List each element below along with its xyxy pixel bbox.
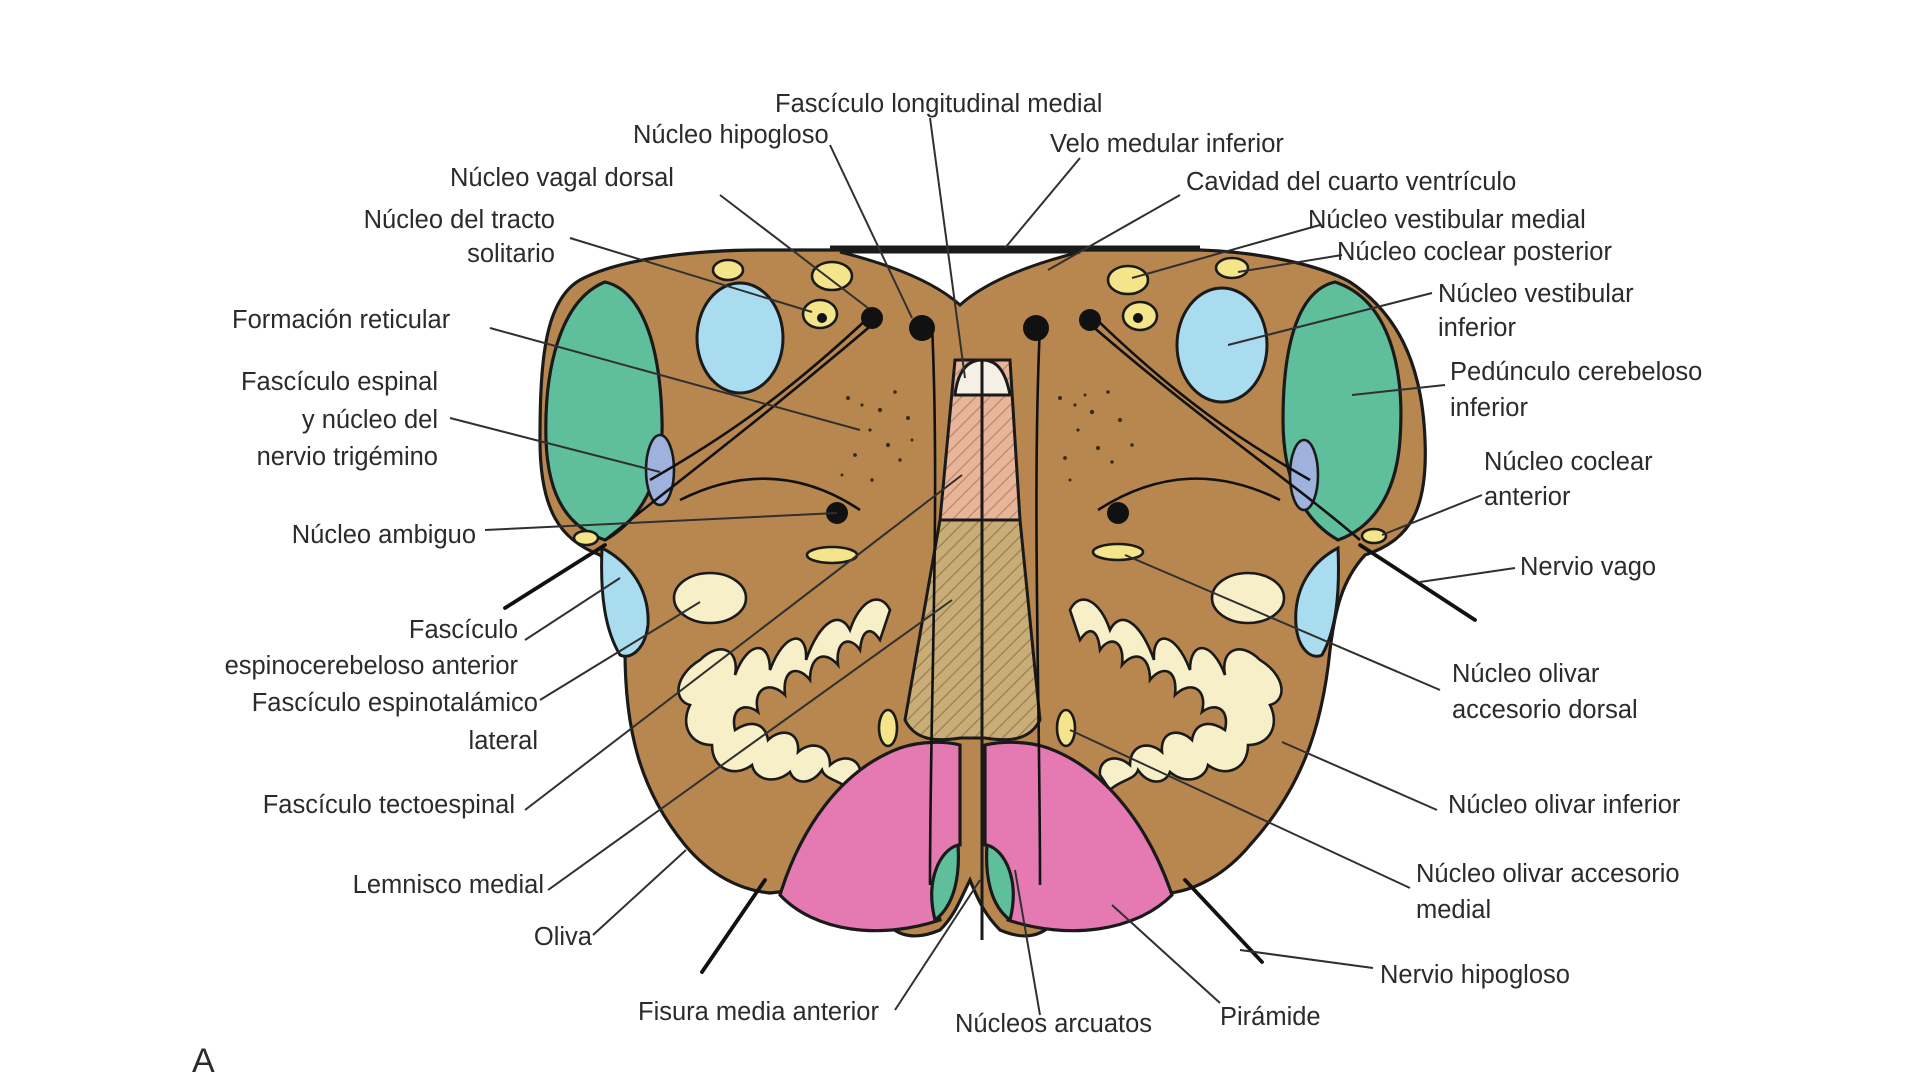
- tract-lines-right: [1035, 317, 1361, 886]
- leader-lines: [449, 117, 1516, 1016]
- label-nucleo-vestibular-inferior-1: Núcleo vestibular: [1438, 280, 1634, 308]
- label-nucleo-olivar-acc-dorsal-2: accesorio dorsal: [1452, 696, 1638, 724]
- label-piramide: Pirámide: [1220, 1003, 1321, 1031]
- arcuate-nucleus-left: [930, 842, 960, 923]
- label-cavidad-cuarto-ventriculo: Cavidad del cuarto ventrículo: [1186, 168, 1516, 196]
- inferior-vestibular-nucleus-right: [1175, 286, 1269, 404]
- label-nucleo-coclear-posterior: Núcleo coclear posterior: [1337, 238, 1612, 266]
- anterior-cochlear-nucleus-right: [1360, 527, 1388, 545]
- label-nucleo-olivar-inferior: Núcleo olivar inferior: [1448, 791, 1681, 819]
- label-nucleo-coclear-anterior-1: Núcleo coclear: [1484, 448, 1653, 476]
- lateral-spinothalamic-tract-right: [1210, 571, 1286, 625]
- nucleus-dot-solitary-right: [1133, 313, 1143, 323]
- vagus-nerve-left: [503, 543, 607, 610]
- vagus-nerve-right: [1358, 543, 1477, 622]
- label-fasciculo-espinal-3: nervio trigémino: [257, 443, 438, 471]
- label-nucleo-olivar-acc-dorsal-1: Núcleo olivar: [1452, 660, 1600, 688]
- label-nucleo-ambiguo: Núcleo ambiguo: [292, 521, 476, 549]
- label-nucleo-hipogloso: Núcleo hipogloso: [633, 121, 829, 149]
- label-fasciculo-longitudinal-medial: Fascículo longitudinal medial: [775, 90, 1102, 118]
- label-nervio-vago: Nervio vago: [1520, 553, 1656, 581]
- spinocerebellar-tract-right: [1294, 545, 1340, 658]
- medial-vestibular-nucleus-left: [810, 260, 854, 292]
- label-pedunculo-cerebeloso-2: inferior: [1450, 394, 1528, 422]
- dorsal-accessory-olive-right: [1091, 542, 1145, 562]
- label-nucleo-tracto-solitario-2: solitario: [467, 240, 555, 268]
- label-nucleo-vagal-dorsal: Núcleo vagal dorsal: [450, 164, 674, 192]
- label-nucleo-coclear-anterior-2: anterior: [1484, 483, 1571, 511]
- label-fasciculo-espinal-1: Fascículo espinal: [241, 368, 438, 396]
- label-nucleo-olivar-acc-medial-1: Núcleo olivar accesorio: [1416, 860, 1680, 888]
- label-nucleo-tracto-solitario-1: Núcleo del tracto: [364, 206, 555, 234]
- spinocerebellar-tract-left: [600, 545, 650, 658]
- hypoglossal-nerve-right: [1183, 878, 1264, 964]
- label-velo-medular-inferior: Velo medular inferior: [1050, 130, 1284, 158]
- medial-accessory-olive-right: [1055, 708, 1077, 748]
- inferior-vestibular-nucleus-left: [695, 281, 785, 395]
- label-nervio-hipogloso: Nervio hipogloso: [1380, 961, 1570, 989]
- reticular-formation: [840, 390, 1134, 482]
- spinal-trigeminal-nucleus-right: [1288, 438, 1320, 512]
- posterior-cochlear-nucleus-right: [1214, 256, 1250, 280]
- lateral-spinothalamic-tract-left: [672, 571, 748, 625]
- label-nucleos-arcuatos: Núcleos arcuatos: [955, 1010, 1152, 1038]
- hypoglossal-nucleus-right: [1023, 315, 1049, 341]
- label-lemnisco-medial: Lemnisco medial: [353, 871, 544, 899]
- medial-accessory-olive-left: [877, 708, 899, 748]
- panel-letter: A: [192, 1042, 215, 1080]
- label-fisura-media-anterior: Fisura media anterior: [638, 998, 879, 1026]
- label-fasciculo-espinal-2: y núcleo del: [302, 406, 438, 434]
- dorsal-vagal-nucleus-left: [861, 307, 883, 329]
- label-oliva: Oliva: [534, 923, 593, 951]
- label-nucleo-vestibular-inferior-2: inferior: [1438, 314, 1516, 342]
- tract-lines-left: [604, 317, 937, 886]
- label-fasciculo-espinotalamico-1: Fascículo espinotalámico: [252, 689, 538, 717]
- medial-lemniscus-lower: [903, 518, 1042, 742]
- inferior-olivary-nucleus-left: [677, 598, 892, 793]
- label-pedunculo-cerebeloso-1: Pedúnculo cerebeloso: [1450, 358, 1702, 386]
- inferior-olivary-nucleus-right: [1068, 598, 1283, 793]
- labels: Fascículo longitudinal medial Núcleo hip…: [192, 90, 1702, 1080]
- nucleus-ambiguus-right: [1107, 502, 1129, 524]
- label-fasciculo-espinotalamico-2: lateral: [469, 727, 538, 755]
- label-fasciculo-espinocerebeloso-1: Fascículo: [409, 616, 518, 644]
- fourth-ventricle-cavity: [839, 250, 1081, 308]
- hypoglossal-nerve-left: [700, 878, 767, 974]
- spinal-trigeminal-nucleus-left: [644, 433, 676, 507]
- dorsal-vagal-nucleus-right: [1079, 309, 1101, 331]
- arcuate-nucleus-right: [985, 842, 1015, 923]
- label-fasciculo-tectoespinal: Fascículo tectoespinal: [263, 791, 515, 819]
- anterior-cochlear-nucleus-left: [572, 529, 600, 547]
- medial-vestibular-nucleus-right: [1106, 264, 1150, 296]
- posterior-cochlear-nucleus-left: [711, 258, 745, 282]
- label-nucleo-vestibular-medial: Núcleo vestibular medial: [1308, 206, 1586, 234]
- hypoglossal-nucleus-left: [909, 315, 935, 341]
- label-fasciculo-espinocerebeloso-2: espinocerebeloso anterior: [225, 652, 519, 680]
- nucleus-dot-solitary-left: [817, 313, 827, 323]
- label-nucleo-olivar-acc-medial-2: medial: [1416, 896, 1491, 924]
- medulla-section: [503, 245, 1477, 974]
- label-formacion-reticular: Formación reticular: [232, 306, 451, 334]
